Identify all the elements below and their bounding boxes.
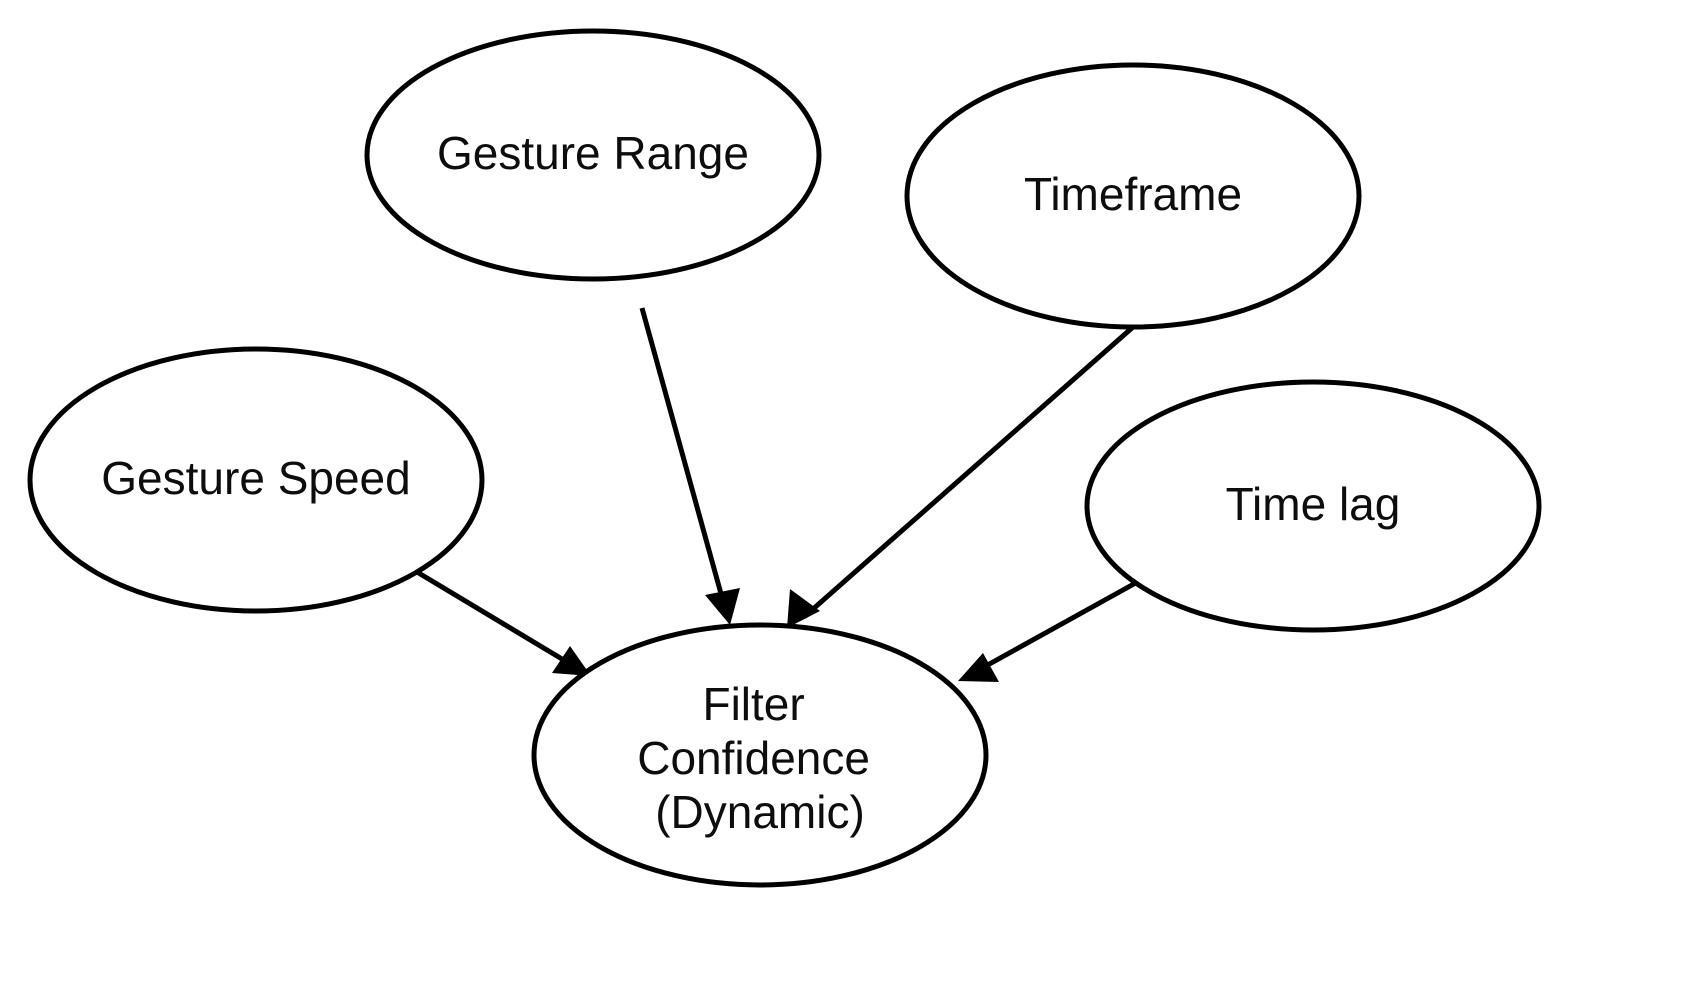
node-shape: [904, 62, 1362, 330]
edges-layer: [415, 307, 1143, 682]
node-label-gesture-range: Gesture Range: [437, 127, 749, 179]
node-gesture-speed[interactable]: Gesture Speed: [27, 346, 485, 614]
node-shape: [364, 28, 822, 282]
node-label-line-3: (Dynamic): [655, 786, 865, 838]
arrowhead-icon: [787, 589, 820, 628]
node-time-lag[interactable]: Time lag: [1084, 379, 1542, 633]
node-timeframe[interactable]: Timeframe: [904, 62, 1362, 330]
node-label-time-lag: Time lag: [1226, 478, 1401, 530]
node-shape: [1084, 379, 1542, 633]
node-shape: [531, 622, 989, 888]
node-label-timeframe: Timeframe: [1024, 168, 1242, 220]
edge-gesture-range-to-filter[interactable]: [639, 307, 740, 625]
edge-line: [982, 577, 1143, 670]
node-shape: [27, 346, 485, 614]
arrowhead-icon: [552, 646, 591, 676]
edge-line: [639, 307, 726, 602]
node-gesture-range[interactable]: Gesture Range: [364, 28, 822, 282]
node-label-filter-confidence-dynamic: Filter Confidence (Dynamic): [637, 678, 883, 838]
edge-line: [802, 318, 1143, 619]
node-label-line-2: Confidence: [637, 732, 870, 784]
arrowhead-icon: [958, 653, 999, 682]
edge-time-lag-to-filter[interactable]: [958, 577, 1143, 682]
edge-gesture-speed-to-filter[interactable]: [415, 569, 591, 676]
edge-timeframe-to-filter[interactable]: [787, 318, 1143, 628]
node-filter-confidence-dynamic[interactable]: Filter Confidence (Dynamic): [531, 622, 989, 888]
node-label-gesture-speed: Gesture Speed: [101, 452, 410, 504]
nodes-layer: Gesture Range Timeframe Gesture Speed Ti…: [27, 28, 1542, 888]
edge-line: [415, 569, 569, 665]
arrowhead-icon: [705, 588, 740, 625]
node-label-line-1: Filter: [702, 678, 804, 730]
